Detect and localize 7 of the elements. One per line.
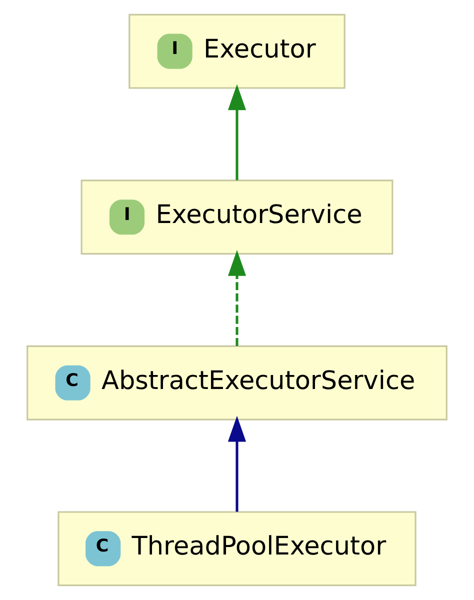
node-box: C AbstractExecutorService	[26, 345, 448, 420]
node-box: C ThreadPoolExecutor	[58, 511, 416, 586]
arrow	[228, 84, 246, 180]
node-box: I Executor	[128, 14, 346, 89]
node-box: I ExecutorService	[80, 180, 394, 255]
arrow	[228, 416, 246, 512]
arrow	[228, 250, 246, 346]
